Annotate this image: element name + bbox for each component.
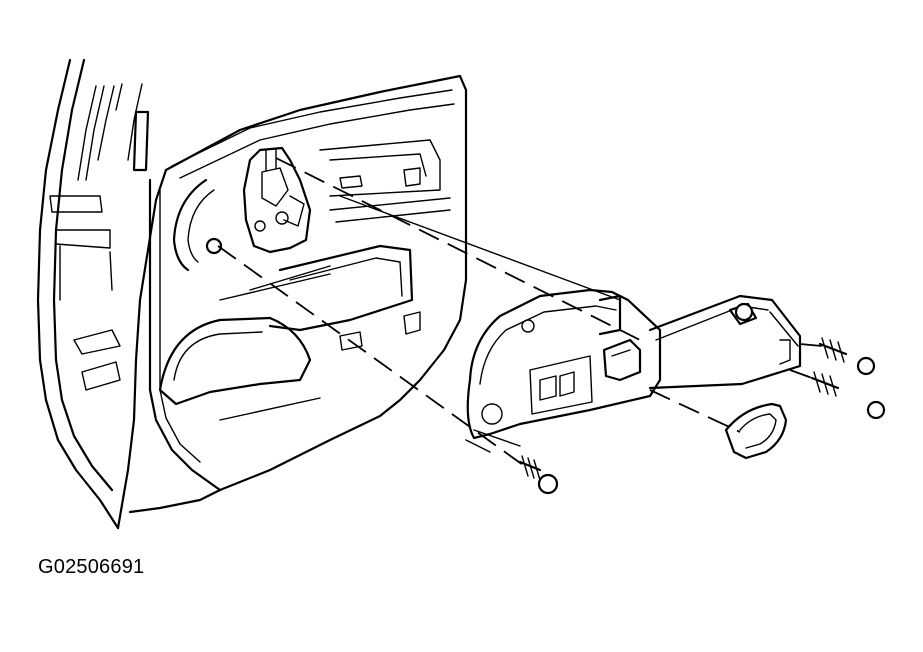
- figure-id-label: G02506691: [38, 556, 145, 578]
- speaker-grille: [724, 402, 788, 460]
- door-inner-panel: [128, 74, 468, 514]
- armrest-bezel: [465, 288, 662, 453]
- door-pillar: [36, 58, 168, 530]
- screw-right-upper: [818, 337, 876, 376]
- power-module: [648, 294, 802, 390]
- screw-bottom: [518, 455, 559, 495]
- assembly-leaders: [217, 157, 823, 471]
- screw-right-lower: [810, 371, 886, 420]
